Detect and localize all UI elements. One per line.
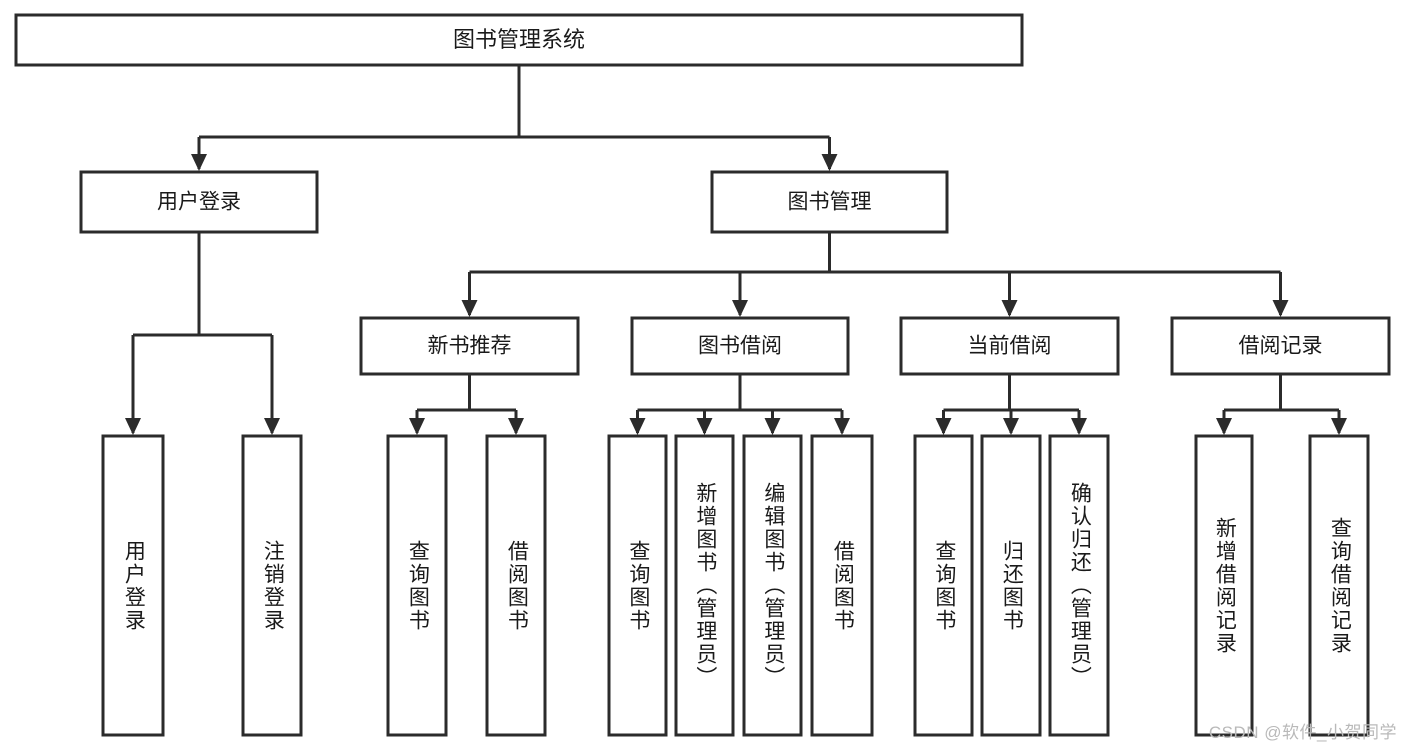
arrow-head-group-1-leaf-2 bbox=[764, 418, 781, 435]
leaf-box-2[interactable] bbox=[386, 434, 448, 737]
node-box-level3-0[interactable] bbox=[359, 316, 580, 376]
arrow-head-group-2-leaf-1 bbox=[1003, 418, 1019, 435]
connectors-layer bbox=[125, 65, 1347, 435]
arrow-head-group-3-leaf-0 bbox=[1216, 418, 1232, 435]
leaf-box-6[interactable] bbox=[742, 434, 803, 737]
arrow-head-level2-1 bbox=[821, 154, 838, 171]
arrow-head-group-1-leaf-3 bbox=[834, 418, 850, 435]
arrow-head-group-2-leaf-2 bbox=[1071, 418, 1087, 435]
arrow-head-level3-3 bbox=[1272, 300, 1289, 317]
arrow-head-user-login-leaf-1 bbox=[264, 418, 280, 435]
leaf-box-4[interactable] bbox=[607, 434, 668, 737]
node-box-level2-1[interactable] bbox=[710, 170, 949, 234]
node-label-level3-1: 图书借阅 bbox=[698, 335, 782, 358]
leaf-box-3[interactable] bbox=[485, 434, 547, 737]
leaf-box-7[interactable] bbox=[810, 434, 874, 737]
arrow-head-group-3-leaf-1 bbox=[1331, 418, 1347, 435]
node-label-level2-0: 用户登录 bbox=[157, 191, 241, 214]
node-box-level3-3[interactable] bbox=[1170, 316, 1391, 376]
leaf-box-8[interactable] bbox=[913, 434, 974, 737]
node-label-level3-3: 借阅记录 bbox=[1239, 335, 1323, 358]
arrow-head-level3-0 bbox=[461, 300, 478, 317]
leaf-box-10[interactable] bbox=[1048, 434, 1110, 737]
node-label-level3-2: 当前借阅 bbox=[968, 335, 1052, 358]
arrow-head-user-login-leaf-0 bbox=[125, 418, 141, 435]
node-label-level3-0: 新书推荐 bbox=[428, 335, 512, 358]
node-label-root: 图书管理系统 bbox=[453, 27, 585, 52]
arrow-head-level3-2 bbox=[1001, 300, 1018, 317]
leaf-box-1[interactable] bbox=[241, 434, 303, 737]
node-boxes-layer bbox=[14, 13, 1391, 737]
arrow-head-level3-1 bbox=[732, 300, 748, 317]
node-label-level2-1: 图书管理 bbox=[788, 191, 872, 214]
leaf-box-12[interactable] bbox=[1308, 434, 1370, 737]
leaf-box-5[interactable] bbox=[674, 434, 735, 737]
node-box-root[interactable] bbox=[14, 13, 1024, 67]
arrow-head-group-0-leaf-0 bbox=[409, 418, 425, 435]
csdn-watermark: CSDN @软件_小贺同学 bbox=[1208, 723, 1397, 742]
arrow-head-group-0-leaf-1 bbox=[508, 418, 524, 435]
node-box-level3-1[interactable] bbox=[630, 316, 850, 376]
leaf-box-0[interactable] bbox=[101, 434, 165, 737]
node-box-level3-2[interactable] bbox=[899, 316, 1120, 376]
arrow-head-group-2-leaf-0 bbox=[935, 418, 952, 435]
arrow-head-group-1-leaf-1 bbox=[696, 418, 713, 435]
leaf-box-9[interactable] bbox=[980, 434, 1042, 737]
arrow-head-level2-0 bbox=[191, 154, 207, 171]
arrow-head-group-1-leaf-0 bbox=[629, 418, 646, 435]
leaf-box-11[interactable] bbox=[1194, 434, 1254, 737]
node-box-level2-0[interactable] bbox=[79, 170, 319, 234]
